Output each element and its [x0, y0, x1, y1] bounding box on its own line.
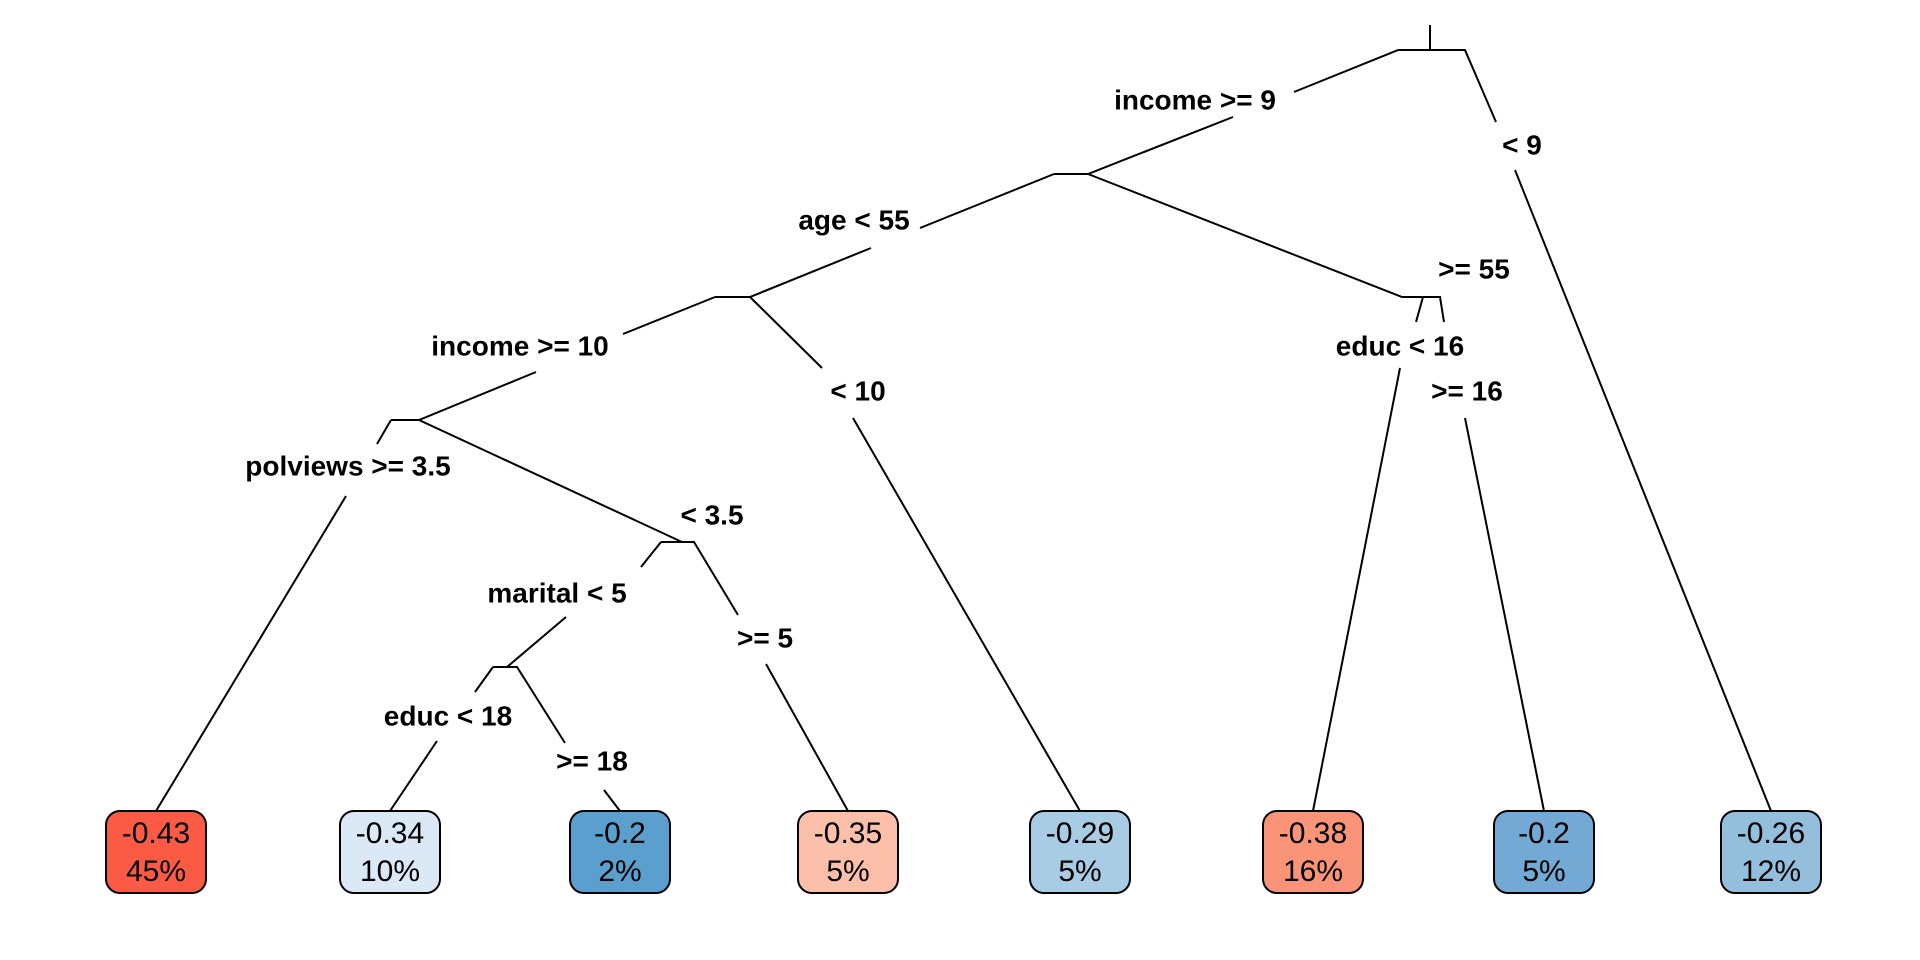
leaf-percent: 5%: [826, 855, 869, 888]
branch-n5-no: [682, 541, 849, 812]
leaf-value: -0.35: [814, 817, 882, 850]
leaf-nodes: -0.4345%-0.3410%-0.22%-0.355%-0.295%-0.3…: [105, 810, 1822, 894]
leaf-value: -0.34: [356, 817, 424, 850]
leaf-node: -0.29 5%: [1029, 810, 1131, 894]
branch-n7-no: [1423, 296, 1545, 812]
leaf-box: [105, 810, 207, 894]
leaf-node: -0.38 16%: [1262, 810, 1364, 894]
split-label-n3: income >= 10: [431, 330, 608, 361]
branch-n6-yes: [389, 666, 494, 812]
edge-label-n3-no: < 10: [830, 375, 885, 406]
leaf-percent: 45%: [126, 855, 186, 888]
edge-label-n2-no: >= 55: [1438, 253, 1510, 284]
leaf-node: -0.35 5%: [797, 810, 899, 894]
leaf-value: -0.43: [122, 817, 190, 850]
branch-n4-yes: [155, 419, 392, 812]
leaf-node: -0.26 12%: [1720, 810, 1822, 894]
leaf-box: [797, 810, 899, 894]
leaf-box: [1262, 810, 1364, 894]
branch-root-no: [1398, 49, 1772, 812]
leaf-box: [569, 810, 671, 894]
leaf-node: -0.43 45%: [105, 810, 207, 894]
branch-n6-no: [507, 666, 621, 812]
split-label-n7: educ < 16: [1336, 330, 1464, 361]
branch-n2-yes: [715, 173, 1055, 298]
edge-label-n6-no: >= 18: [556, 745, 628, 776]
tree-branches: [155, 25, 1772, 812]
branch-n7-yes: [1312, 296, 1424, 812]
split-label-n2: age < 55: [798, 204, 909, 235]
leaf-node: -0.34 10%: [339, 810, 441, 894]
leaf-box: [1029, 810, 1131, 894]
split-label-n6: educ < 18: [384, 700, 512, 731]
branch-n2-no: [1087, 173, 1433, 298]
leaf-value: -0.2: [594, 817, 646, 850]
split-label-root: income >= 9: [1114, 84, 1276, 115]
leaf-value: -0.2: [1518, 817, 1570, 850]
branch-n4-no: [418, 419, 683, 543]
split-label-n5: marital < 5: [487, 577, 626, 608]
split-labels: income >= 9 < 9 age < 55 >= 55 income >= 10 <…: [245, 84, 1542, 776]
branch-n3-no: [749, 296, 1081, 812]
leaf-box: [339, 810, 441, 894]
leaf-percent: 12%: [1741, 855, 1801, 888]
edge-label-n7-no: >= 16: [1431, 375, 1503, 406]
leaf-value: -0.26: [1737, 817, 1805, 850]
leaf-node: -0.2 2%: [569, 810, 671, 894]
leaf-node: -0.2 5%: [1493, 810, 1595, 894]
leaf-percent: 10%: [360, 855, 420, 888]
leaf-percent: 2%: [598, 855, 641, 888]
leaf-percent: 5%: [1058, 855, 1101, 888]
leaf-percent: 5%: [1522, 855, 1565, 888]
edge-label-n5-no: >= 5: [737, 622, 793, 653]
leaf-box: [1493, 810, 1595, 894]
edge-label-root-no: < 9: [1502, 129, 1542, 160]
split-label-n4: polviews >= 3.5: [245, 450, 450, 481]
leaf-value: -0.38: [1279, 817, 1347, 850]
edge-label-n4-no: < 3.5: [680, 499, 743, 530]
leaf-box: [1720, 810, 1822, 894]
leaf-percent: 16%: [1283, 855, 1343, 888]
leaf-value: -0.29: [1046, 817, 1114, 850]
